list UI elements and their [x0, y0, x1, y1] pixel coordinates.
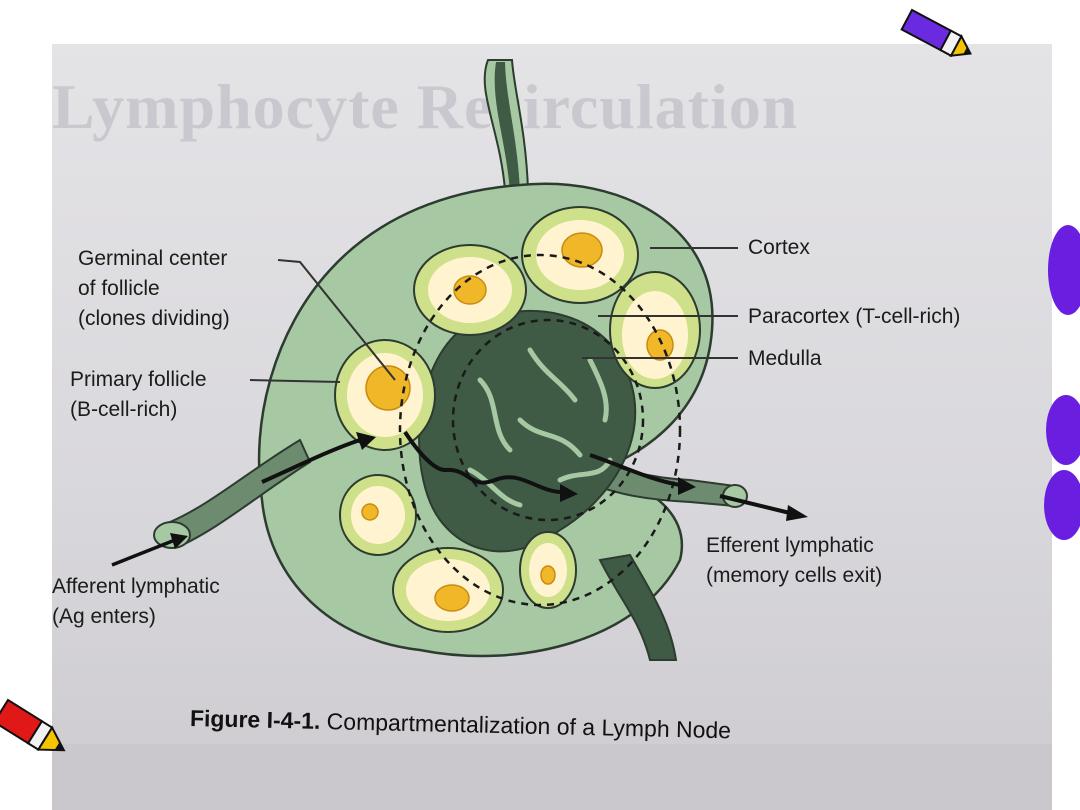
- bleed-through-heading: Lymphocyte Recirculation: [52, 71, 799, 142]
- purple-accent: [1044, 470, 1080, 540]
- follicle: [334, 339, 436, 451]
- medulla-boundary: [451, 318, 645, 522]
- label-paracortex: Paracortex (T-cell-rich): [748, 305, 961, 328]
- medulla-region: [418, 310, 637, 553]
- label-germinal-center: Germinal center of follicle (clones divi…: [78, 247, 230, 330]
- label-afferent-lymphatic: Afferent lymphatic (Ag enters): [52, 575, 220, 628]
- pencil-icon: [900, 8, 972, 58]
- figure-number: Figure I-4-1.: [189, 705, 321, 734]
- pencil-icon: [0, 698, 66, 752]
- purple-accent: [1046, 395, 1080, 465]
- caption-strip: [52, 744, 1052, 810]
- label-medulla: Medulla: [748, 347, 822, 370]
- bottom-vessel: [598, 553, 678, 661]
- purple-accent: [1048, 225, 1080, 315]
- follicle: [519, 531, 577, 609]
- follicle: [392, 547, 504, 633]
- follicle: [339, 474, 417, 556]
- label-cortex: Cortex: [748, 236, 810, 259]
- migration-arrow: [403, 430, 561, 494]
- label-primary-follicle: Primary follicle (B-cell-rich): [70, 368, 207, 421]
- paracortex-boundary: [398, 253, 682, 607]
- label-efferent-lymphatic: Efferent lymphatic (memory cells exit): [706, 534, 883, 587]
- follicle: [413, 244, 527, 336]
